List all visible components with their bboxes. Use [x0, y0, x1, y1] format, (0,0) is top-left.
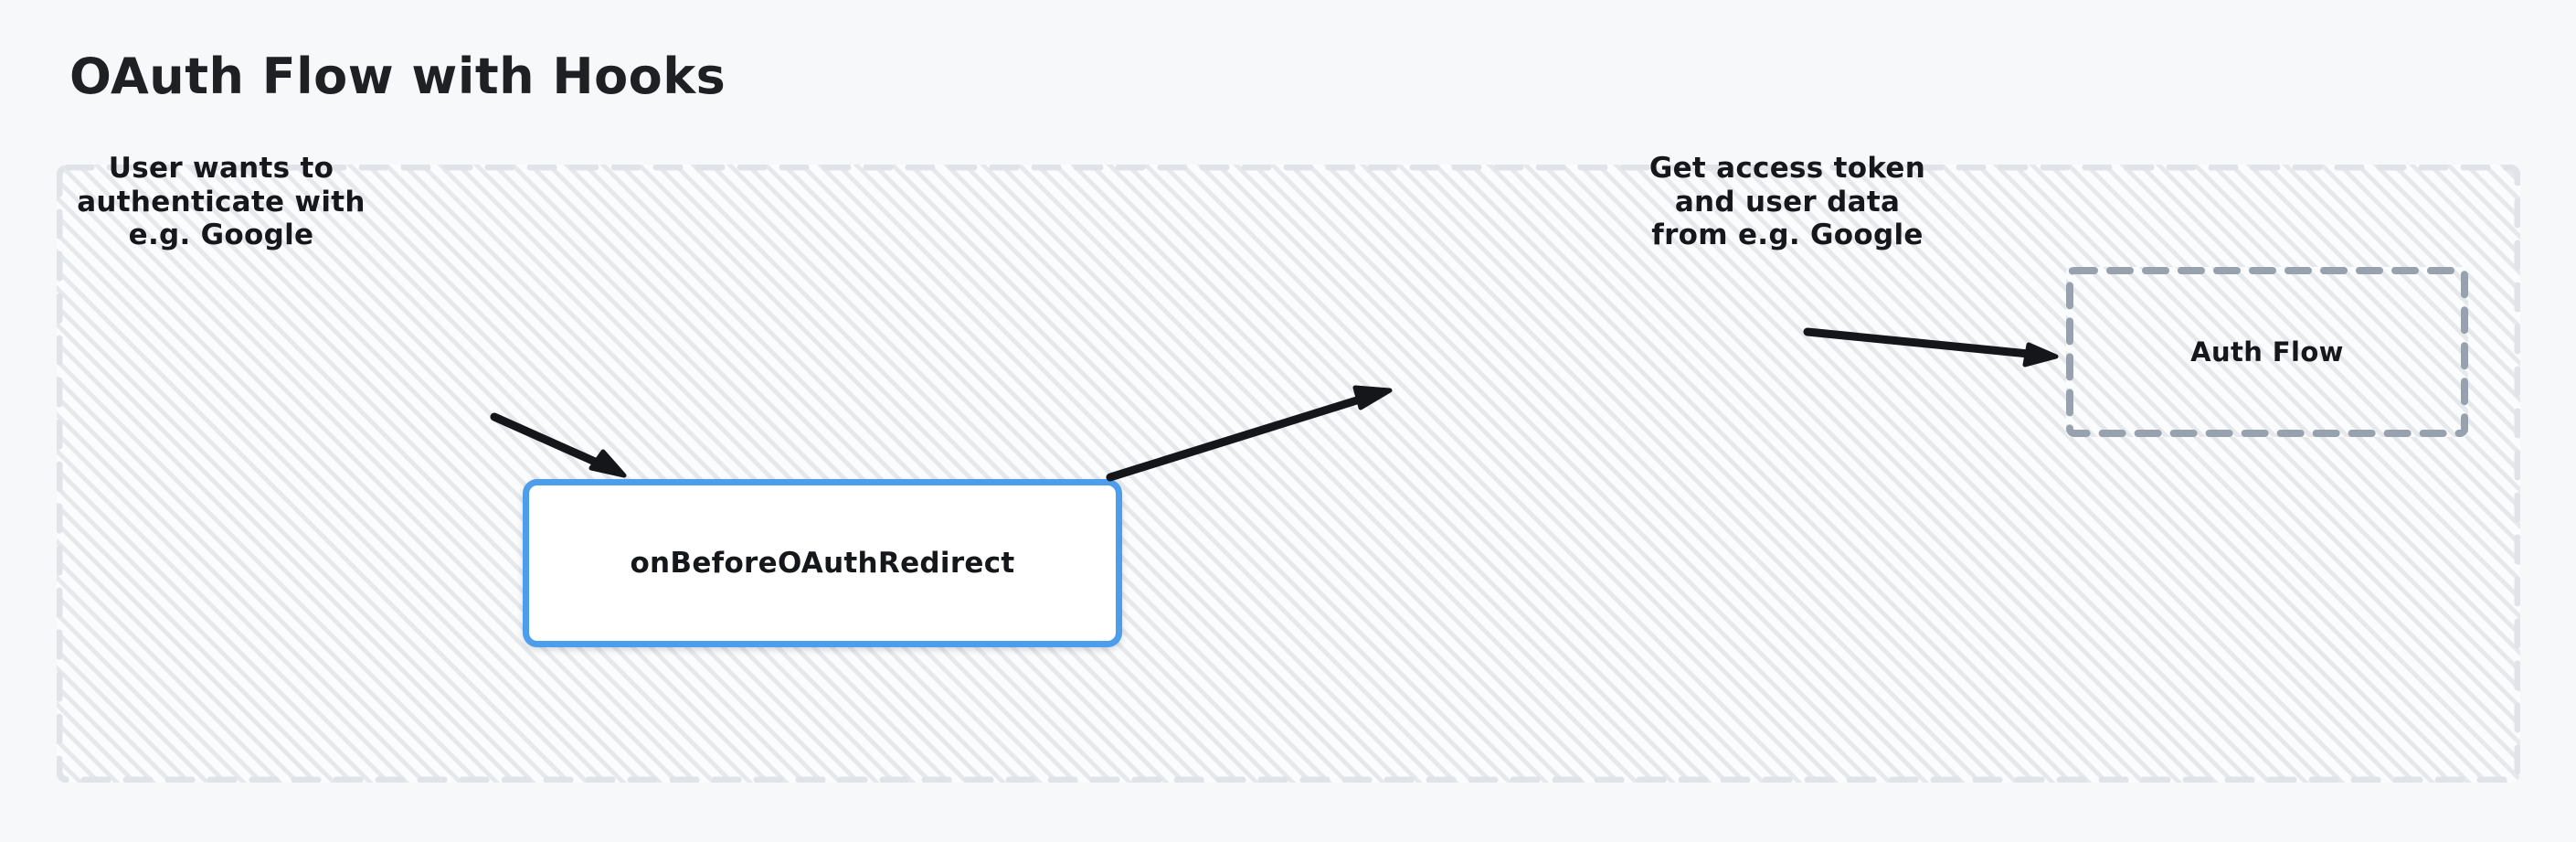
edge-label-token-fetch: Get access token and user data from e.g.… [1648, 152, 1926, 252]
flow-container-border [57, 165, 2520, 783]
flow-container: User wants to authenticate with e.g. Goo… [57, 152, 2520, 783]
group-auth-flow[interactable]: Auth Flow [2066, 267, 2468, 437]
edge-label-user-intent: User wants to authenticate with e.g. Goo… [77, 152, 366, 252]
node-label: onBeforeOAuthRedirect [630, 547, 1015, 580]
page-title: OAuth Flow with Hooks [69, 48, 726, 105]
group-auth-flow-label: Auth Flow [2190, 336, 2344, 368]
node-on-before-oauth-redirect[interactable]: onBeforeOAuthRedirect [523, 479, 1122, 647]
